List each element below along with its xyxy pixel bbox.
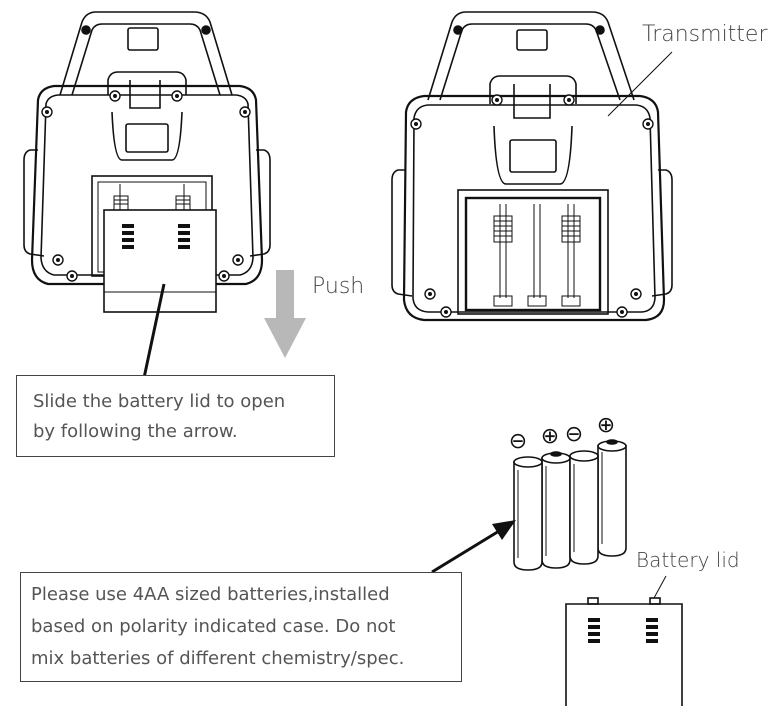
batteries-callout-line-3: mix batteries of different chemistry/spe…: [31, 648, 405, 669]
push-label: Push: [312, 274, 365, 299]
transmitter-leader-line: [607, 51, 673, 117]
transmitter-right: [391, 11, 673, 322]
push-arrow: [264, 270, 306, 358]
transmitter-label: Transmitter: [642, 22, 768, 47]
batteries-callout-line-1: Please use 4AA sized batteries,installed: [31, 584, 390, 605]
polarity-minus-2: ⊖: [565, 422, 583, 447]
screws-right: [410, 94, 654, 318]
batteries-callout-line-2: based on polarity indicated case. Do not: [31, 616, 396, 637]
polarity-plus-2: ⊕: [597, 413, 615, 438]
battery-lid-label: Battery lid: [636, 548, 740, 572]
batteries-callout: Please use 4AA sized batteries,installed…: [20, 572, 462, 682]
battery-lid-leader-line: [653, 575, 667, 599]
slide-pointer-line: [142, 283, 166, 379]
slide-lid-callout: Slide the battery lid to open by followi…: [16, 375, 335, 457]
battery-lid-drawing: [565, 597, 683, 706]
polarity-plus-1: ⊕: [541, 424, 559, 449]
aa-batteries: [513, 439, 627, 571]
battery-pointer-arrow: [431, 520, 516, 574]
slide-callout-line-1: Slide the battery lid to open: [33, 391, 286, 412]
transmitter-left: [23, 11, 271, 313]
slide-callout-line-2: by following the arrow.: [33, 421, 238, 442]
polarity-symbols: ⊖ ⊕ ⊖ ⊕: [509, 413, 615, 454]
polarity-minus-1: ⊖: [509, 429, 527, 454]
